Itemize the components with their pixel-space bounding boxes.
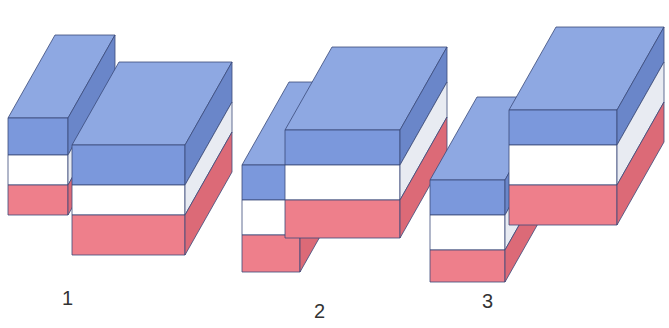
- right-block: [509, 27, 664, 225]
- white-layer: [285, 165, 400, 200]
- white-layer: [8, 155, 68, 185]
- blue-layer: [72, 145, 185, 185]
- fault-block-2: [242, 47, 447, 272]
- blue-layer: [430, 180, 505, 215]
- red-layer: [8, 185, 68, 215]
- right-block: [285, 47, 447, 238]
- red-layer: [430, 250, 505, 282]
- red-layer-side: [185, 132, 232, 255]
- callout-number: 1: [62, 288, 73, 308]
- fault-block-3: [430, 27, 664, 282]
- red-layer: [242, 235, 300, 272]
- blue-layer: [8, 118, 68, 155]
- callout-number: 2: [314, 301, 325, 321]
- red-layer: [72, 215, 185, 255]
- blue-layer: [509, 110, 617, 145]
- blue-layer: [285, 130, 400, 165]
- callout-number: 3: [482, 291, 493, 311]
- red-layer-side: [617, 102, 664, 225]
- white-layer: [509, 145, 617, 185]
- right-block: [72, 62, 232, 255]
- fault-block-1: [8, 35, 232, 255]
- white-layer: [72, 185, 185, 215]
- red-layer: [285, 200, 400, 238]
- red-layer: [509, 185, 617, 225]
- white-layer: [430, 215, 505, 250]
